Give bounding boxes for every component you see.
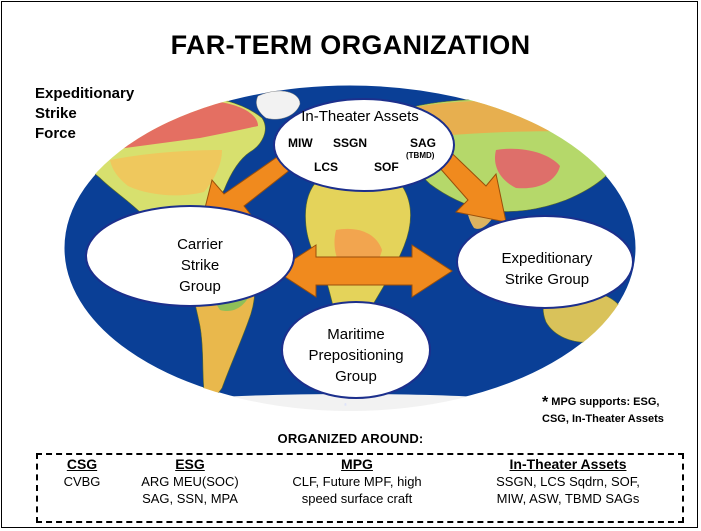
in-theater-assets-title: In-Theater Assets <box>301 108 419 125</box>
usa-shape <box>110 150 222 196</box>
maritime-prepositioning-group-bubble <box>281 301 431 399</box>
mpg-line-1: Maritime <box>327 326 385 343</box>
esf-line-2: Strike <box>35 105 77 122</box>
summary-column-csg: CSG CVBG <box>52 456 112 490</box>
column-in-theater-line-2: MIW, ASW, TBMD SAGs <box>496 491 640 506</box>
column-in-theater-line-1: SSGN, LCS Sqdrn, SOF, <box>496 474 640 489</box>
column-mpg-line-1: CLF, Future MPF, high <box>292 474 422 489</box>
column-head-esg: ESG <box>175 456 205 472</box>
in-theater-assets-bubble <box>273 98 455 192</box>
organized-around-heading: ORGANIZED AROUND: <box>277 431 424 446</box>
note-line-1: MPG supports: ESG, <box>551 396 660 408</box>
carrier-strike-group-bubble <box>85 205 295 307</box>
ita-sag: SAG <box>410 136 437 150</box>
antarctica-shape <box>180 394 520 411</box>
column-esg-line-1: ARG MEU(SOC) <box>141 474 239 489</box>
note-line-2: CSG, In-Theater Assets <box>542 413 664 425</box>
organization-summary-box <box>36 453 684 523</box>
note-asterisk: * <box>542 394 549 411</box>
esf-line-3: Force <box>35 125 76 142</box>
mpg-line-2: Prepositioning <box>308 347 404 364</box>
csg-line-3: Group <box>179 278 221 295</box>
column-head-csg: CSG <box>66 456 98 472</box>
bubbles <box>85 98 634 399</box>
greenland-shape <box>256 90 301 120</box>
column-esg-line-2: SAG, SSN, MPA <box>142 491 238 506</box>
expeditionary-strike-force-label: Expeditionary Strike Force <box>35 84 165 144</box>
csg-line-2: Strike <box>180 257 220 274</box>
csg-line-1: Carrier <box>177 236 223 253</box>
mpg-support-note: * MPG supports: ESG, CSG, In-Theater Ass… <box>542 394 701 428</box>
ita-miw: MIW <box>288 136 313 150</box>
ita-lcs: LCS <box>314 160 338 174</box>
esg-line-1: Expeditionary <box>501 250 593 267</box>
summary-column-mpg: MPG CLF, Future MPF, high speed surface … <box>272 456 442 507</box>
ita-sag-sub: (TBMD) <box>406 151 435 160</box>
ita-sof: SOF <box>374 160 399 174</box>
column-head-in-theater: In-Theater Assets <box>509 456 627 472</box>
double-arrow-csg-esg <box>275 244 453 298</box>
china-shape <box>494 148 560 189</box>
mpg-line-3: Group <box>335 368 377 385</box>
expeditionary-strike-group-label: Expeditionary Strike Group <box>462 248 632 290</box>
carrier-strike-group-label: Carrier Strike Group <box>140 234 260 297</box>
esg-line-2: Strike Group <box>504 271 590 288</box>
column-csg-line-1: CVBG <box>63 474 101 489</box>
esf-line-1: Expeditionary <box>35 85 135 102</box>
summary-column-esg: ESG ARG MEU(SOC) SAG, SSN, MPA <box>120 456 260 507</box>
column-head-mpg: MPG <box>341 456 373 472</box>
column-mpg-line-2: speed surface craft <box>301 491 413 506</box>
ita-ssgn: SSGN <box>333 136 368 150</box>
summary-column-in-theater: In-Theater Assets SSGN, LCS Sqdrn, SOF, … <box>476 456 660 507</box>
maritime-prepositioning-group-label: Maritime Prepositioning Group <box>286 324 426 387</box>
slide-title: FAR-TERM ORGANIZATION <box>170 30 531 60</box>
expeditionary-strike-group-bubble <box>456 215 634 309</box>
map-copyright: ® <box>344 402 347 407</box>
